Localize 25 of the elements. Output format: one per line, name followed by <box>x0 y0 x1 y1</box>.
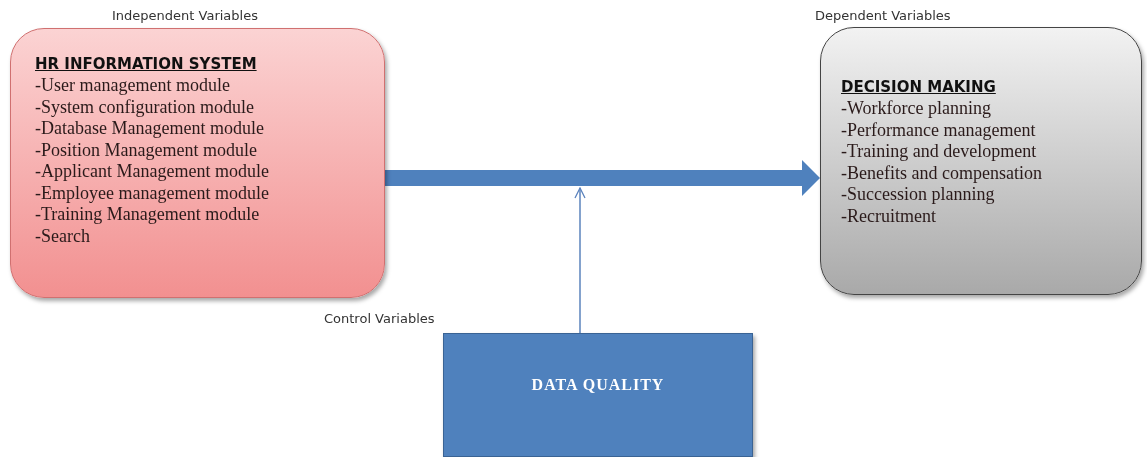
box-heading: DECISION MAKING <box>841 77 997 98</box>
rounded-box <box>820 27 1142 295</box>
process-box <box>443 333 753 457</box>
list-item: -Performance management <box>841 119 1037 141</box>
variable-label: Independent Variables <box>112 8 258 23</box>
arrow <box>385 160 820 196</box>
list-item: -Training and development <box>841 141 1038 163</box>
list-item: -Workforce planning <box>841 98 992 120</box>
list-item: -Search <box>35 225 91 247</box>
list-item: -Training Management module <box>35 204 261 226</box>
rounded-box <box>10 28 385 298</box>
box-title: DATA QUALITY <box>531 376 665 394</box>
list-item: -Recruitment <box>841 205 937 227</box>
list-item: -Employee management module <box>35 182 270 204</box>
list-item: -Benefits and compensation <box>841 162 1043 184</box>
list-item: -Succession planning <box>841 184 996 206</box>
arrow <box>574 187 586 334</box>
list-item: -Database Management module <box>35 118 265 140</box>
variable-label: Control Variables <box>324 311 435 326</box>
list-item: -User management module <box>35 75 231 97</box>
box-heading: HR INFORMATION SYSTEM <box>35 54 258 75</box>
list-item: -Position Management module <box>35 139 258 161</box>
list-item: -Applicant Management module <box>35 161 270 183</box>
variable-label: Dependent Variables <box>815 8 951 23</box>
list-item: -System configuration module <box>35 96 255 118</box>
